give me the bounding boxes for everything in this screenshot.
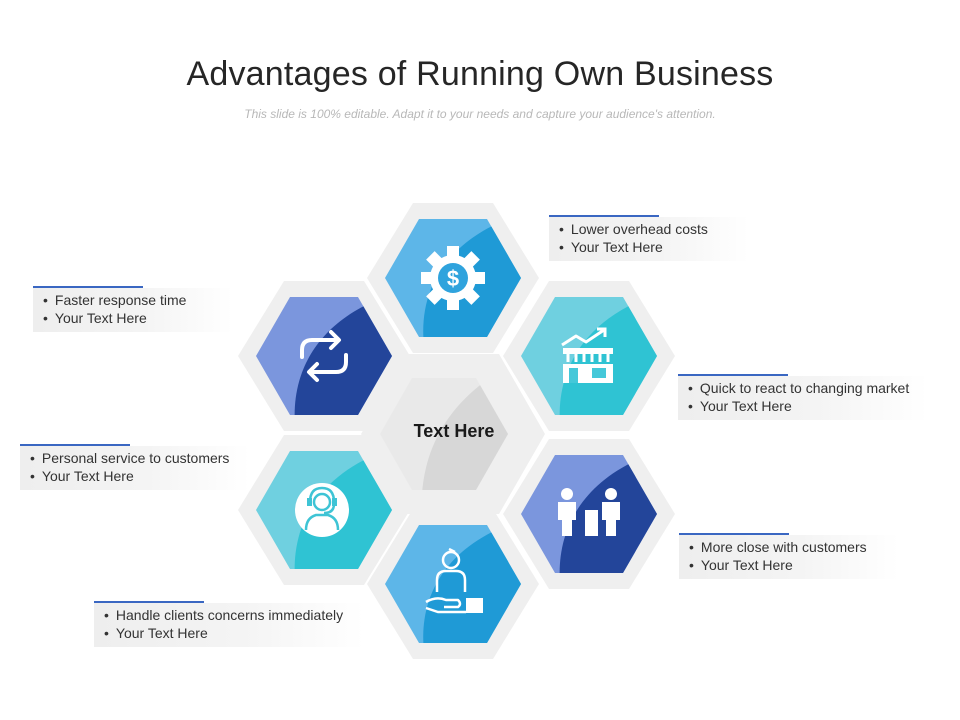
callout-rule (20, 444, 130, 446)
callout-line-primary: More close with customers (689, 538, 899, 556)
callout-more-close: More close with customers Your Text Here (679, 533, 899, 579)
callout-line-secondary: Your Text Here (689, 556, 899, 574)
callout-line-primary: Personal service to customers (30, 449, 250, 467)
callout-lower-overhead: Lower overhead costs Your Text Here (549, 215, 749, 261)
callout-rule (679, 533, 789, 535)
storefront-growth-icon (561, 327, 613, 383)
callout-rule (33, 286, 143, 288)
callout-line-secondary: Your Text Here (559, 238, 749, 256)
callout-line-secondary: Your Text Here (43, 309, 233, 327)
slide-subtitle: This slide is 100% editable. Adapt it to… (244, 107, 716, 121)
refresh-arrows-icon (300, 330, 348, 382)
headset-support-icon (295, 483, 349, 537)
dollar-gear-icon: $ (421, 246, 485, 310)
callout-rule (94, 601, 204, 603)
callout-quick-react: Quick to react to changing market Your T… (678, 374, 928, 420)
callout-line-primary: Faster response time (43, 291, 233, 309)
meeting-people-icon (558, 488, 620, 536)
slide-title: Advantages of Running Own Business (186, 55, 774, 93)
callout-line-secondary: Your Text Here (688, 397, 928, 415)
svg-text:$: $ (447, 266, 459, 291)
callout-personal-service: Personal service to customers Your Text … (20, 444, 250, 490)
callout-rule (678, 374, 788, 376)
callout-line-secondary: Your Text Here (104, 624, 364, 642)
callout-faster-response: Faster response time Your Text Here (33, 286, 233, 332)
callout-line-primary: Quick to react to changing market (688, 379, 928, 397)
center-label: Text Here (413, 421, 495, 441)
center-hexagon (380, 378, 508, 490)
callout-handle-clients: Handle clients concerns immediately Your… (94, 601, 364, 647)
callout-rule (549, 215, 659, 217)
service-person-hand-icon (425, 547, 483, 614)
callout-line-primary: Handle clients concerns immediately (104, 606, 364, 624)
callout-line-secondary: Your Text Here (30, 467, 250, 485)
callout-line-primary: Lower overhead costs (559, 220, 749, 238)
